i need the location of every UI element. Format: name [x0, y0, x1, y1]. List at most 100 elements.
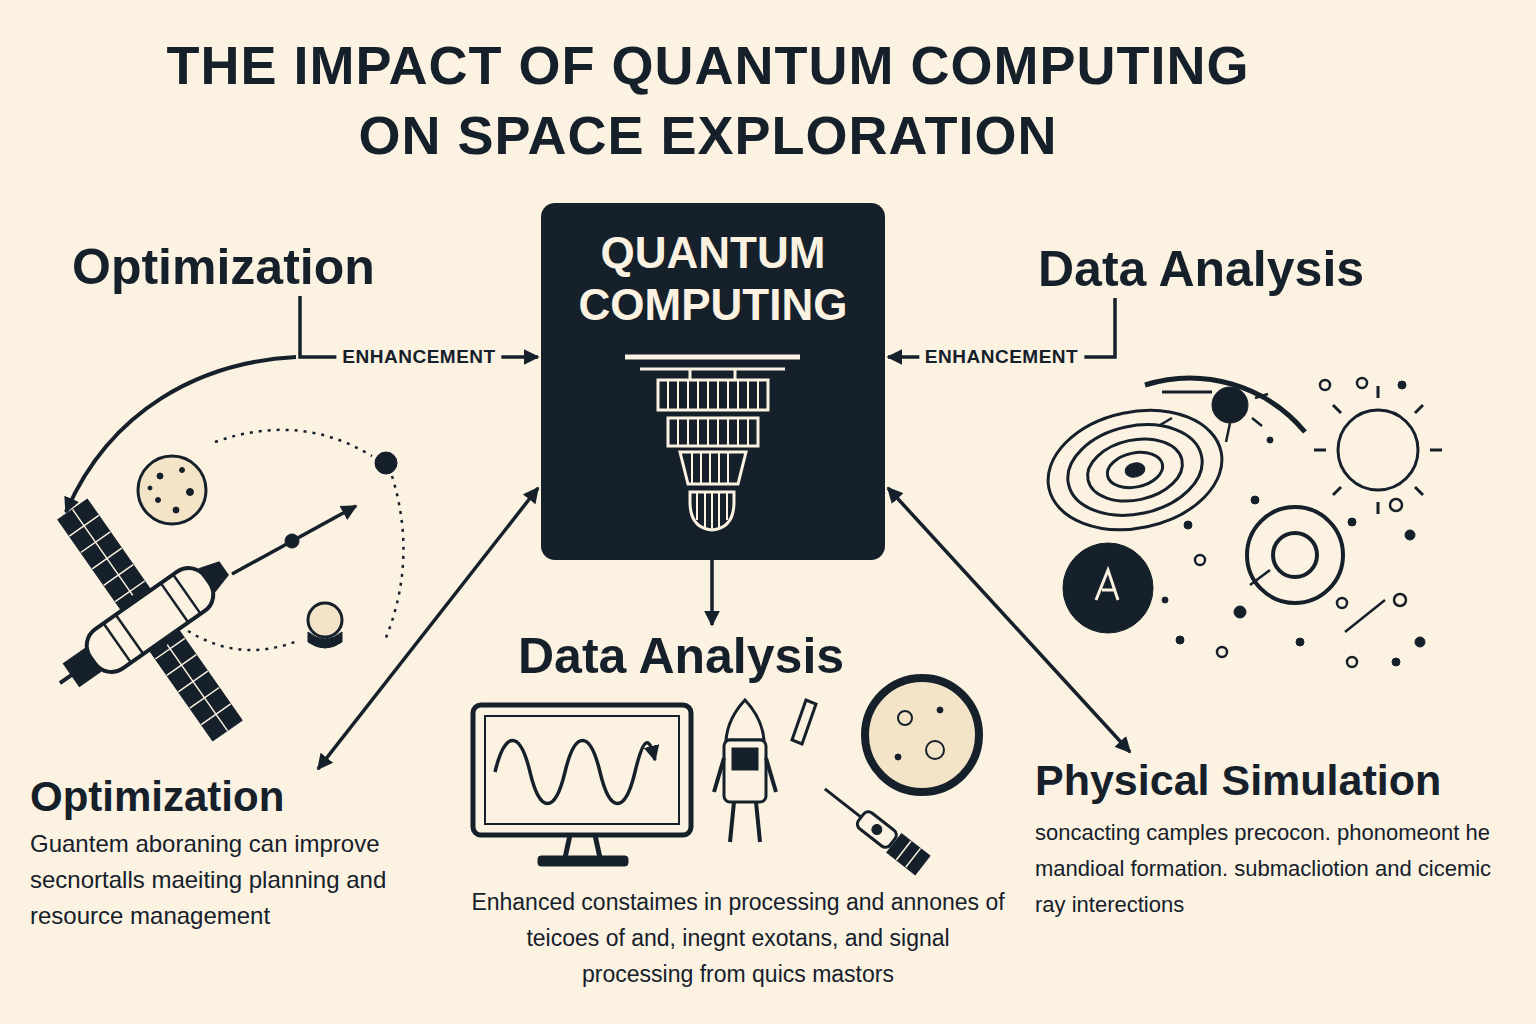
- cosmos-illustration: [1162, 597, 1168, 603]
- connector-arrow: [710, 560, 714, 625]
- cosmos-illustration: [1226, 394, 1268, 442]
- moon-drawing: [926, 741, 944, 759]
- cosmos-illustration: [1347, 657, 1357, 667]
- cosmos-illustration: [1394, 594, 1406, 606]
- planet-drawing: [148, 486, 152, 490]
- section-block: Physical Simulation soncacting camples pr…: [1035, 755, 1505, 923]
- cosmos-illustration: [1390, 499, 1402, 511]
- moon-drawing: [865, 678, 979, 792]
- small-satellite-drawing: [817, 779, 929, 874]
- monitor-drawing: [473, 705, 691, 866]
- planet-drawing: [187, 489, 194, 496]
- quantum-computer-icon: [658, 380, 768, 410]
- astronaut-drawing: [792, 700, 816, 744]
- satellite-drawing: [58, 499, 242, 741]
- quantum-computer-icon: [697, 492, 727, 530]
- node-heading: Optimization: [30, 772, 450, 822]
- astronaut-drawing: [732, 748, 758, 770]
- astronaut-drawing: [714, 700, 816, 842]
- moon-drawing: [898, 711, 912, 725]
- cosmos-illustration: [1096, 570, 1118, 600]
- cosmos-illustration: [1405, 530, 1415, 540]
- cosmos-illustration: [1037, 378, 1442, 667]
- monitor-drawing: [565, 835, 600, 858]
- cosmos-illustration: [1251, 496, 1259, 504]
- connector-arrow: [888, 488, 1130, 752]
- monitor-drawing: [473, 705, 691, 835]
- small-satellite-drawing: [887, 834, 930, 875]
- trajectory-arrow: [232, 506, 356, 574]
- planet-drawing: [180, 468, 185, 473]
- moon-drawing: [895, 754, 901, 760]
- node-body: Enhanced constaimes in processing and an…: [468, 884, 1008, 992]
- node-heading: Data Analysis: [1038, 240, 1364, 298]
- orbit-illustration: [385, 476, 403, 640]
- quantum-computer-icon: [680, 452, 746, 484]
- monitor-drawing: [485, 716, 679, 824]
- cosmos-illustration: [1338, 410, 1418, 490]
- cosmos-illustration: [1314, 386, 1442, 514]
- cosmos-illustration: [1160, 418, 1385, 632]
- node-body: soncacting camples precocon. phonomeont …: [1035, 815, 1505, 923]
- quantum-computer-icon: [690, 492, 734, 530]
- cosmos-illustration: [1398, 381, 1406, 389]
- section-block: Data AnalysisEnhanced constaimes in proc…: [468, 628, 1008, 992]
- planet-drawing: [173, 507, 179, 513]
- node-heading: QUANTUM COMPUTING: [541, 203, 885, 331]
- quantum-computer-icon: [625, 357, 800, 530]
- node-heading: Optimization: [72, 238, 375, 296]
- node-heading: Data Analysis: [468, 628, 1008, 684]
- quantum-computer-icon: [734, 369, 737, 380]
- satellite-drawing: [58, 499, 242, 741]
- trajectory-arrow: [285, 534, 299, 548]
- core-box: QUANTUM COMPUTING: [541, 203, 885, 560]
- cosmos-illustration: [1247, 507, 1343, 603]
- quantum-computer-icon: [678, 418, 748, 446]
- planet-drawing: [308, 632, 342, 648]
- cosmos-illustration: [1337, 598, 1347, 608]
- planet-drawing: [156, 498, 161, 503]
- cosmos-illustration: [1212, 387, 1248, 423]
- node-heading: Physical Simulation: [1035, 755, 1505, 805]
- small-satellite-drawing: [825, 789, 860, 817]
- cosmos-illustration: [1176, 636, 1184, 644]
- quantum-computer-icon: [668, 418, 758, 446]
- cosmos-illustration: [1415, 637, 1425, 647]
- satellite-drawing: [199, 557, 231, 591]
- cosmos-illustration: [1348, 518, 1356, 526]
- cosmos-illustration: [1037, 395, 1233, 545]
- trajectory-arrow: [232, 506, 356, 574]
- satellite-drawing: [0, 458, 301, 794]
- planet-drawing: [308, 603, 342, 637]
- small-satellite-drawing: [870, 823, 884, 837]
- section-heading: Data Analysis: [1038, 240, 1364, 298]
- orbit-illustration: [215, 430, 372, 456]
- cosmos-illustration: [1082, 431, 1188, 510]
- edge-label: ENHANCEMENT: [919, 345, 1084, 369]
- planet-drawing: [138, 456, 206, 524]
- astronaut-drawing: [726, 700, 764, 740]
- moon-drawing: [865, 678, 979, 792]
- small-satellite-drawing: [896, 841, 920, 867]
- edge-label: ENHANCEMENT: [336, 345, 501, 369]
- quantum-computer-icon: [668, 380, 758, 410]
- cosmos-illustration: [1145, 378, 1305, 432]
- cosmos-illustration: [1059, 413, 1210, 527]
- monitor-drawing: [538, 856, 628, 866]
- cosmos-illustration: [1063, 543, 1153, 633]
- satellite-drawing: [103, 575, 200, 663]
- moon-drawing: [937, 707, 943, 713]
- cosmos-illustration: [1104, 448, 1166, 493]
- cosmos-illustration: [1162, 391, 1212, 394]
- orbit-illustration: [375, 452, 397, 474]
- quantum-computer-icon: [640, 368, 785, 371]
- satellite-drawing: [79, 560, 221, 680]
- cosmos-illustration: [1217, 647, 1227, 657]
- cosmos-illustration: [1296, 638, 1304, 646]
- cosmos-illustration: [1392, 658, 1400, 666]
- quantum-computer-icon: [625, 355, 800, 360]
- cosmos-illustration: [1267, 437, 1273, 443]
- planet-drawing: [157, 473, 163, 479]
- quantum-box-ground: [541, 203, 885, 560]
